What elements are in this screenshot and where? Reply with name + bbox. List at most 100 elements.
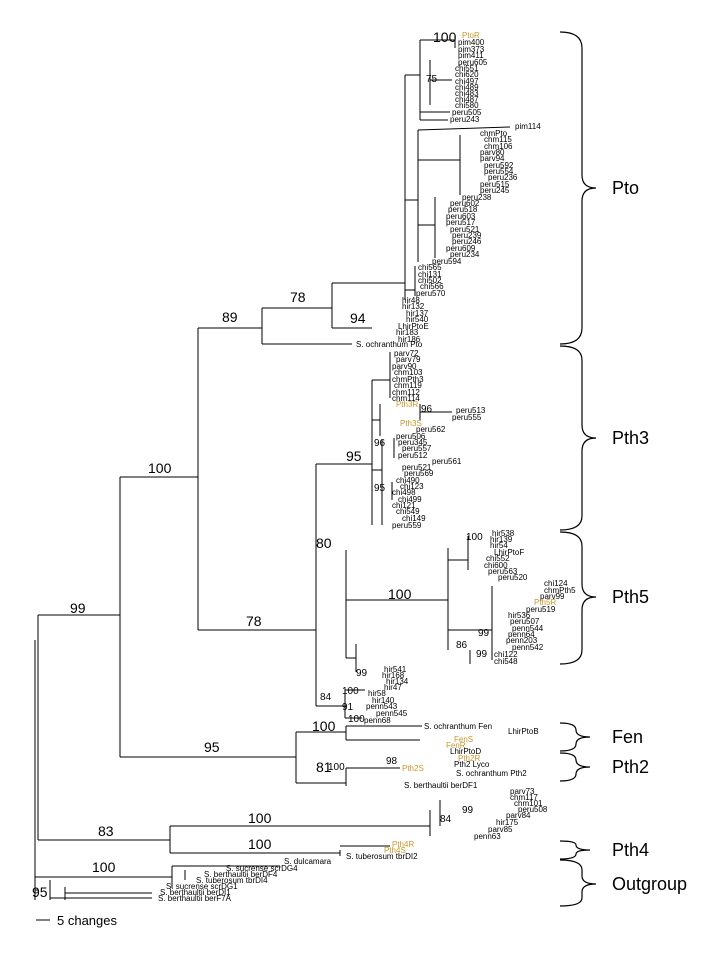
leaf-label: LhirPtoF — [494, 548, 524, 557]
bootstrap-value: 83 — [98, 823, 114, 839]
brace-pth5 — [559, 531, 597, 665]
leaf-label: peru243 — [450, 115, 480, 124]
leaf-label: Pth4R — [392, 840, 414, 849]
leaf-label: chm106 — [484, 142, 513, 151]
leaf-label: peru559 — [392, 521, 422, 530]
bootstrap-value: 100 — [248, 810, 272, 826]
leaf-label: peru592 — [484, 161, 514, 170]
leaf-label: peru506 — [396, 432, 426, 441]
leaf-label: peru554 — [484, 167, 514, 176]
clade-label-pth5: Pth5 — [612, 587, 649, 607]
leaf-label: LhirPtoD — [450, 747, 481, 756]
leaf-label: parv94 — [480, 154, 505, 163]
bootstrap-value: 99 — [70, 600, 86, 616]
leaf-label: peru245 — [480, 186, 510, 195]
clade-label-pth2: Pth2 — [612, 757, 649, 777]
bootstrap-value: 100 — [148, 460, 172, 476]
leaf-label: chi124 — [544, 579, 568, 588]
leaf-label: peru603 — [446, 212, 476, 221]
leaf-label: penn542 — [512, 643, 544, 652]
leaf-label: hir538 — [492, 529, 515, 538]
leaf-label: hir137 — [406, 309, 429, 318]
leaf-label: parv79 — [396, 355, 421, 364]
leaf-label: S. ochranthum Pto — [356, 340, 423, 349]
leaf-label: chi552 — [486, 554, 510, 563]
bootstrap-value: 78 — [246, 613, 262, 629]
leaf-label: peru345 — [398, 438, 428, 447]
leaf-label: parv85 — [488, 825, 513, 834]
leaf-label: peru605 — [458, 58, 488, 67]
leaf-label: chi549 — [396, 507, 420, 516]
bootstrap-value: 75 — [426, 74, 438, 85]
leaf-label: hir175 — [496, 818, 519, 827]
leaf-label: peru246 — [452, 237, 482, 246]
bootstrap-value: 84 — [320, 692, 332, 703]
bootstrap-value: 100 — [248, 836, 272, 852]
leaf-label: chi580 — [455, 101, 479, 110]
leaf-label: Pth4S — [384, 846, 406, 855]
leaf-label: S. tuberosum tbrDI4 — [196, 876, 268, 885]
clade-label-fen: Fen — [612, 727, 643, 747]
bootstrap-value: 96 — [421, 404, 433, 415]
pth3-clade-branches — [372, 352, 452, 525]
bootstrap-value: 99 — [462, 805, 474, 816]
leaf-label: LhirPtoB — [508, 727, 539, 736]
leaf-label: peru519 — [526, 605, 556, 614]
leaf-label: S. berthaultii berDF1 — [404, 781, 478, 790]
outgroup-branches — [50, 865, 280, 899]
leaf-label: chi498 — [392, 488, 416, 497]
leaf-label: FenR — [446, 741, 466, 750]
clade-labels: Pto Pth3 Pth5 Fen Pth2 Pth4 Outgroup — [612, 178, 687, 894]
pto-leaves: PtoR pim400 pim373 pim411 peru605 chi551… — [356, 31, 541, 349]
leaf-label: hir54 — [490, 541, 508, 550]
leaf-label: hir139 — [490, 535, 513, 544]
bootstrap-value: 84 — [440, 814, 452, 825]
leaf-label: chm114 — [392, 394, 420, 403]
outgroup-leaves: S. dulcamara S. sucrense scrDG4 S. berth… — [158, 857, 332, 903]
leaf-label: chi131 — [418, 270, 442, 279]
leaf-label: peru234 — [450, 250, 480, 259]
leaf-label: hir168 — [382, 671, 405, 680]
bootstrap-value: 100 — [433, 29, 457, 45]
brace-pth2 — [559, 752, 591, 782]
leaf-label: Pth2 Lyco — [454, 760, 490, 769]
leaf-label: hir134 — [386, 677, 409, 686]
clade-label-pto: Pto — [612, 178, 639, 198]
leaf-label: peru521 — [402, 463, 432, 472]
leaf-label: hir186 — [398, 335, 421, 344]
leaf-label: S. sucrense scrDG1 — [166, 882, 238, 891]
leaf-label: penn63 — [474, 832, 501, 841]
leaf-label: parv99 — [540, 592, 565, 601]
leaf-label: hir540 — [406, 315, 429, 324]
leaf-label: parv90 — [392, 362, 417, 371]
brace-outgroup — [559, 859, 597, 907]
leaf-label: S. dulcamara — [284, 857, 332, 866]
bootstrap-value: 100 — [312, 718, 336, 734]
leaf-label: peru513 — [456, 406, 486, 415]
pto-clade-branches — [405, 35, 511, 296]
leaf-label: chi499 — [398, 495, 422, 504]
bootstrap-value: 80 — [316, 535, 332, 551]
leaf-label: chm103 — [394, 368, 423, 377]
clade-label-pth4: Pth4 — [612, 840, 649, 860]
leaf-label: peru594 — [432, 257, 462, 266]
leaf-label: peru520 — [498, 573, 528, 582]
scale-bar: 5 changes — [36, 913, 117, 928]
leaf-label: peru570 — [416, 289, 446, 298]
brace-fen — [559, 722, 591, 752]
clade-label-outgroup: Outgroup — [612, 874, 687, 894]
leaf-label: peru521 — [450, 225, 480, 234]
leaf-label: pim411 — [458, 51, 484, 60]
leaf-label: chi122 — [494, 650, 518, 659]
leaf-label: chi502 — [418, 276, 442, 285]
leaf-label: peru507 — [510, 617, 540, 626]
leaf-label: S. tuberosum tbrDI2 — [346, 852, 418, 861]
leaf-label: chi620 — [455, 70, 479, 79]
bootstrap-value: 100 — [466, 532, 483, 543]
brace-pth3 — [559, 345, 597, 531]
leaf-label: pim373 — [458, 45, 485, 54]
fen-pth2-branches — [345, 725, 422, 786]
leaf-label: hir541 — [384, 665, 407, 674]
leaf-label: peru563 — [488, 567, 518, 576]
leaf-label: chm119 — [394, 381, 422, 390]
